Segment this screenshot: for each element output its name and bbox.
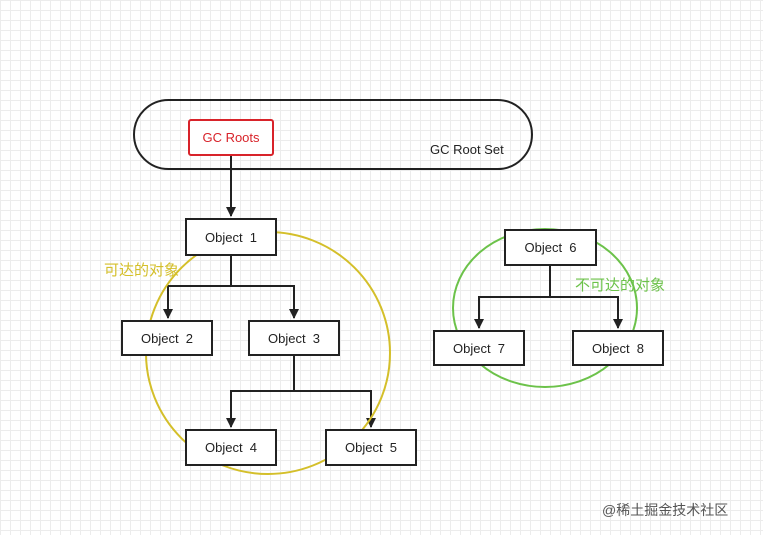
edge-object1-object3 [231,285,299,319]
object-4-node[interactable]: Object 4 [185,429,277,466]
object-8-node[interactable]: Object 8 [572,330,664,366]
gc-root-set-label: GC Root Set [430,142,504,157]
object-7-node[interactable]: Object 7 [433,330,525,366]
edge-object3-object4 [226,356,295,428]
unreachable-objects-label: 不可达的对象 [575,277,666,294]
edge-object6-object8 [550,296,623,329]
object-6-node[interactable]: Object 6 [504,229,597,266]
edge-object6-object7 [474,266,551,329]
object-2-node[interactable]: Object 2 [121,320,213,356]
edge-object1-children [163,256,232,319]
object-3-node[interactable]: Object 3 [248,320,340,356]
gc-roots-node[interactable]: GC Roots [188,119,274,156]
watermark-text: @稀土掘金技术社区 [602,502,729,518]
edge-object3-object5 [294,390,376,428]
object-1-node[interactable]: Object 1 [185,218,277,256]
object-5-node[interactable]: Object 5 [325,429,417,466]
reachable-objects-label: 可达的对象 [104,262,180,279]
gc-root-set-container [133,99,533,170]
